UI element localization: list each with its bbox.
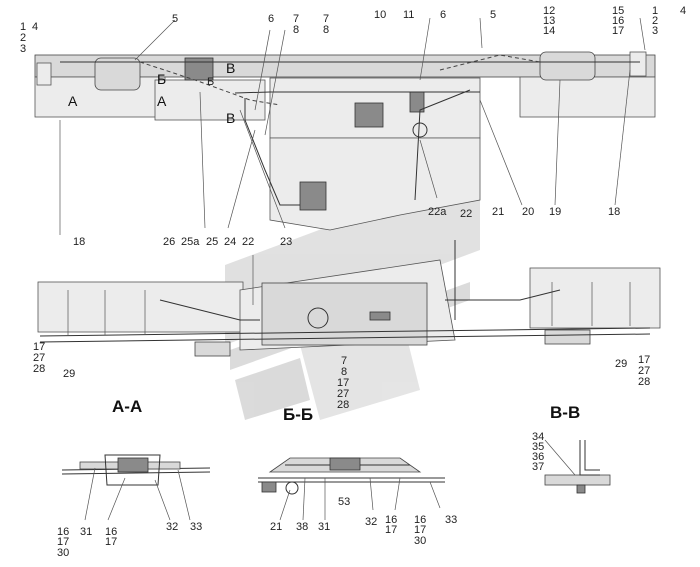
callout: 16 [385,514,397,526]
section-aa [61,454,211,521]
callout: 16 [57,526,69,538]
section-mark: В [226,110,235,126]
callout: 16 [105,526,117,538]
callout: 53 [338,496,350,508]
callout: 3 [20,43,26,55]
section-title-aa: А-А [112,397,142,416]
callout: 7 [323,13,329,25]
section-bb [258,457,445,521]
callout: 6 [268,13,274,25]
callout: 3 [652,25,658,37]
callout: 32 [365,516,377,528]
callout: 17 [105,536,117,548]
top-callouts: 1 2 3 4 5 6 7 8 7 8 10 11 6 5 12 13 14 1… [20,5,686,248]
callout: 17 [33,341,45,353]
callout: 22а [428,206,447,218]
side-view [37,240,661,357]
section-mark: В [226,60,235,76]
callout: 33 [190,521,202,533]
aa-callouts: 16 17 30 31 16 17 32 33 [57,521,202,559]
callout: 27 [638,365,650,377]
callout: 25 [206,236,218,248]
callout: 25а [181,236,200,248]
callout: 17 [337,377,349,389]
callout: 22 [460,208,472,220]
callout: 17 [638,354,650,366]
callout: 8 [293,24,299,36]
callout: 27 [33,352,45,364]
callout: 14 [543,25,555,37]
callout: 21 [270,521,282,533]
callout: 32 [166,521,178,533]
callout: 28 [638,376,650,388]
callout: 27 [337,388,349,400]
callout: 5 [490,9,496,21]
section-mark: Б [157,71,166,87]
callout: 13 [543,15,555,27]
callout: 16 [414,514,426,526]
callout: 29 [615,358,627,370]
callout: 2 [20,32,26,44]
callout: 15 [612,5,624,17]
callout: 8 [341,366,347,378]
callout: 36 [532,451,544,463]
section-title-bb: Б-Б [283,405,313,424]
callout: 1 [652,5,658,17]
section-mark: Б [207,76,214,88]
section-mark: А [157,93,167,109]
callout: 4 [32,21,38,33]
callout: 17 [57,536,69,548]
callout: 37 [532,461,544,473]
callout: 30 [57,547,69,559]
callout: 8 [323,24,329,36]
callout: 19 [549,206,561,218]
side-callouts: 22 17 27 28 29 7 8 17 27 28 29 17 27 28 [33,208,650,411]
callout: 26 [163,236,175,248]
callout: 29 [63,368,75,380]
section-mark: А [68,93,78,109]
callout: 5 [172,13,178,25]
callout: 18 [608,206,620,218]
callout: 23 [280,236,292,248]
callout: 6 [440,9,446,21]
callout: 21 [492,206,504,218]
callout: 10 [374,9,386,21]
callout: 17 [385,524,397,536]
bb-callouts: 21 38 31 53 32 16 17 16 17 30 33 [270,496,457,547]
callout: 28 [33,363,45,375]
callout: 2 [652,15,658,27]
callout: 4 [680,5,686,17]
callout: 16 [612,15,624,27]
vv-callouts: 34 35 36 37 [532,431,544,473]
callout: 38 [296,521,308,533]
callout: 17 [414,524,426,536]
top-view [34,17,656,235]
callout: 28 [337,399,349,411]
callout: 24 [224,236,236,248]
callout: 30 [414,535,426,547]
callout: 31 [80,526,92,538]
callout: 17 [612,25,624,37]
callout: 20 [522,206,534,218]
callout: 18 [73,236,85,248]
callout: 22 [242,236,254,248]
callout: 7 [293,13,299,25]
callout: 33 [445,514,457,526]
callout: 34 [532,431,544,443]
callout: 7 [341,355,347,367]
callout: 12 [543,5,555,17]
callout: 1 [20,21,26,33]
callout: 11 [403,9,414,21]
section-titles: А-А Б-Б В-В [112,397,580,424]
section-title-vv: В-В [550,403,580,422]
callout: 35 [532,441,544,453]
section-vv [544,439,611,494]
callout: 31 [318,521,330,533]
